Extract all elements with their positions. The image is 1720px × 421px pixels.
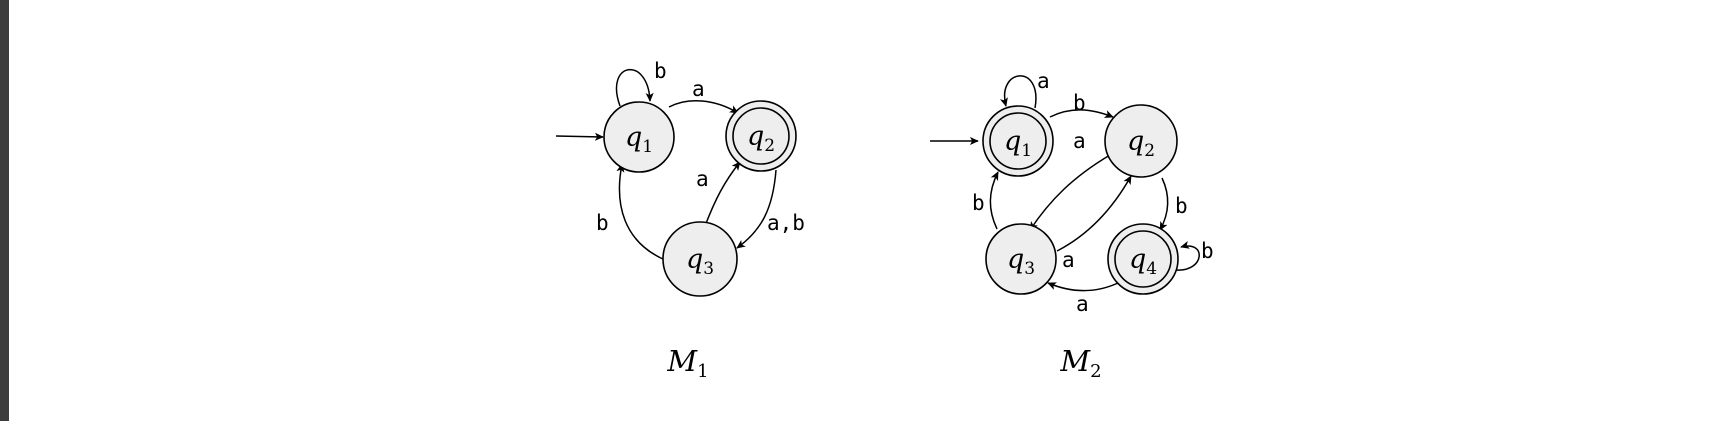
m1-state-q3: q3 [662, 221, 738, 297]
m1-edge-q1-q1 [615, 69, 654, 107]
m1-label-q1-q2: a [692, 77, 705, 101]
m2-label-q3-q2: a [1062, 248, 1075, 272]
machine-m2: a b a a b b b a q1 q2 q3 q4 M2 [930, 69, 1214, 382]
m2-label-q2-q3: a [1073, 129, 1086, 153]
m2-edge-q4-q3 [1047, 282, 1119, 292]
m2-edge-q3-q1 [989, 171, 999, 230]
m2-label-q4-q3: a [1076, 292, 1089, 316]
m2-edge-q4-q4 [1175, 240, 1200, 271]
svg-text:q1: q1 [625, 122, 653, 157]
m2-state-q2: q2 [1104, 104, 1178, 178]
svg-text:q2: q2 [747, 121, 775, 156]
m1-start-arrow [555, 132, 604, 141]
m1-machine-label: M1 [666, 344, 708, 382]
svg-text:q4: q4 [1129, 244, 1157, 279]
m2-edge-q2-q4 [1159, 177, 1169, 231]
m2-label-q1-q1: a [1037, 69, 1050, 93]
svg-text:q2: q2 [1127, 126, 1155, 161]
m2-edge-q1-q2 [1049, 109, 1114, 118]
m1-state-q2: q2 [725, 100, 797, 172]
m2-machine-label: M2 [1059, 344, 1101, 382]
m2-label-q3-q1: b [972, 191, 985, 215]
svg-text:q3: q3 [1007, 244, 1035, 279]
svg-text:q1: q1 [1004, 126, 1032, 161]
m1-label-q2-q3: a,b [767, 211, 805, 235]
m2-state-q1: q1 [982, 105, 1054, 177]
m2-label-q1-q2: b [1073, 91, 1086, 115]
m1-label-q3-q1: b [596, 211, 609, 235]
m1-edge-q2-q3 [736, 169, 777, 249]
m2-edge-q3-q2 [1056, 175, 1132, 252]
page-edge-bar [0, 0, 9, 421]
m1-edge-q3-q1 [616, 163, 666, 261]
m1-edge-q3-q2 [704, 161, 741, 227]
m1-label-q1-q1: b [654, 59, 667, 83]
svg-text:q3: q3 [686, 244, 714, 279]
m2-state-q3: q3 [985, 223, 1057, 295]
m2-edge-q2-q3 [1029, 154, 1111, 231]
m2-label-q2-q4: b [1175, 194, 1188, 218]
machine-m1: b a a,b a b q1 q2 q3 M1 [555, 59, 805, 382]
m2-state-q4: q4 [1107, 223, 1179, 295]
m2-edge-q1-q1 [1000, 75, 1037, 109]
m1-edge-q1-q2 [668, 100, 739, 114]
m2-label-q4-q4: b [1201, 239, 1214, 263]
m1-state-q1: q1 [603, 101, 675, 173]
m1-label-q3-q2: a [696, 167, 709, 191]
